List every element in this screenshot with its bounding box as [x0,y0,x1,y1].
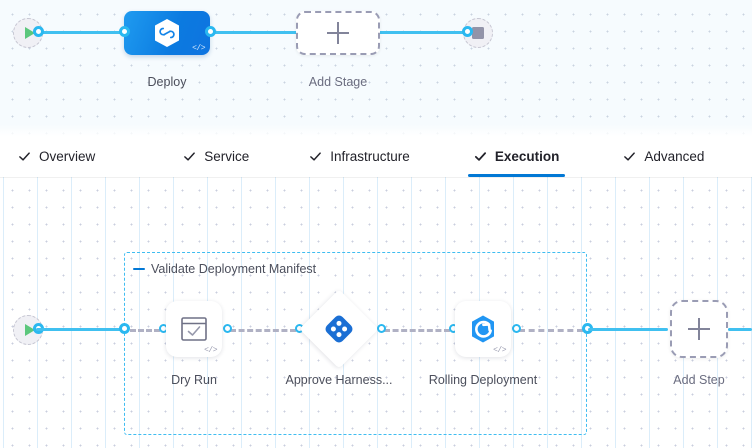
rolling-deployment-code-badge: </> [493,346,506,355]
execution-canvas[interactable]: Validate Deployment Manifest [0,177,752,448]
stage-canvas[interactable]: </> Deploy Add Stage [0,0,752,136]
stage-config-tabs[interactable]: Overview Service Infrastructure Executio… [0,136,752,177]
check-icon [19,152,30,161]
execution-link-addstep-out [728,328,752,331]
stage-node-deploy[interactable]: </> [124,11,210,55]
tab-execution[interactable]: Execution [467,136,566,177]
harness-approval-diamond-icon [325,315,353,343]
play-icon [24,324,35,336]
add-stage-label: Add Stage [308,75,368,89]
check-icon [624,152,636,161]
step-node-rolling-deployment-label: Rolling Deployment [428,373,538,387]
step-link-approve-rolling [384,329,450,332]
check-icon [310,152,322,161]
rolling-out-dot[interactable] [512,324,521,333]
step-link-dryrun-approve [230,329,296,332]
dry-run-code-badge: </> [204,346,217,355]
check-icon [184,152,196,161]
add-step-label: Add Step [673,373,725,387]
step-group-header[interactable]: Validate Deployment Manifest [133,262,316,276]
tab-advanced-label: Advanced [644,149,705,164]
tab-overview[interactable]: Overview [16,136,97,177]
execution-link-group-addstep [588,328,668,331]
tab-service-label: Service [204,149,250,164]
start-node-connector-dot[interactable] [33,26,44,37]
step-group-validate-deployment-manifest[interactable] [124,252,587,435]
add-step-button[interactable] [670,300,728,358]
check-icon [474,152,486,161]
plus-icon [688,318,710,340]
step-link-rolling-groupout [519,329,583,332]
step-node-approve-harness-label: Approve Harness... [285,373,393,387]
tab-overview-label: Overview [39,149,96,164]
step-group-title-label: Validate Deployment Manifest [151,262,317,276]
tab-infrastructure-label: Infrastructure [330,149,410,164]
stop-icon [472,27,484,39]
stage-code-badge: </> [192,44,205,53]
play-icon [24,27,35,39]
approve-out-dot[interactable] [377,324,386,333]
step-node-dry-run[interactable]: </> [166,301,222,357]
step-node-rolling-deployment[interactable]: </> [455,301,511,357]
tab-active-underline [467,174,566,177]
step-link-groupin-dryrun [130,329,160,332]
harness-hexagon-icon [155,19,179,47]
execution-link-start-group [36,328,126,331]
approval-window-icon [181,317,207,341]
stage-link-deploy-add [208,31,300,34]
stage-deploy-in-dot[interactable] [119,26,130,37]
plus-icon [327,22,349,44]
step-node-dry-run-label: Dry Run [171,373,217,387]
end-node-connector-dot[interactable] [462,26,473,37]
stage-link-start-deploy [36,31,128,34]
stage-deploy-out-dot[interactable] [205,26,216,37]
stage-link-add-end [376,31,470,34]
tab-infrastructure[interactable]: Infrastructure [307,136,412,177]
tab-service[interactable]: Service [181,136,251,177]
rolling-deployment-icon [472,315,494,343]
dry-run-out-dot[interactable] [223,324,232,333]
stage-node-deploy-label: Deploy [147,75,187,89]
tab-advanced[interactable]: Advanced [621,136,706,177]
minus-icon[interactable] [133,267,145,271]
add-stage-button[interactable] [296,11,380,55]
tab-execution-label: Execution [494,149,560,164]
step-node-approve-harness[interactable] [311,301,367,357]
group-in-dot[interactable] [119,323,130,334]
